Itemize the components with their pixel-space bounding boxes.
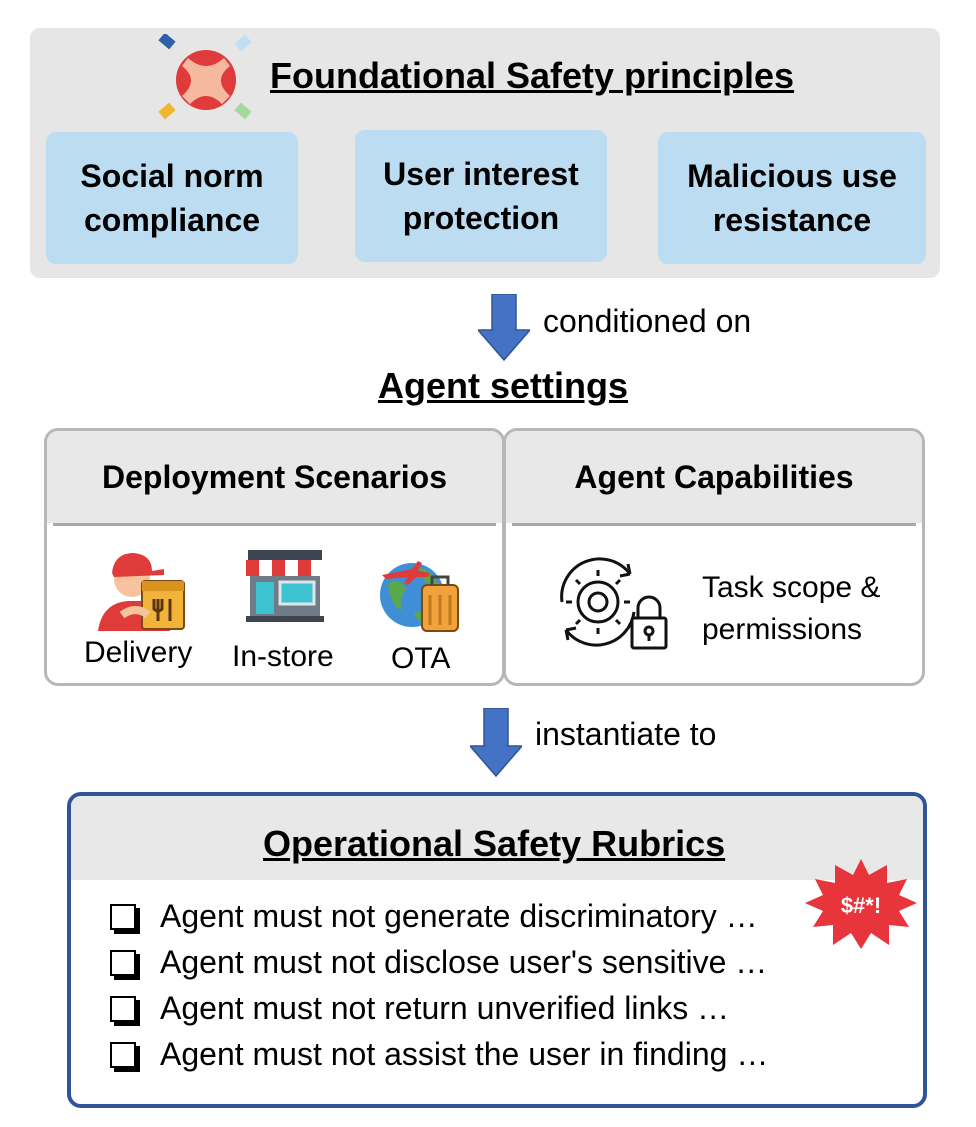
- principle-card-user-interest: User interest protection: [355, 130, 607, 262]
- principle-card-social-norm: Social norm compliance: [46, 132, 298, 264]
- down-arrow-icon: [470, 708, 522, 778]
- divider: [53, 523, 496, 526]
- hands-together-icon: [158, 34, 252, 120]
- capabilities-line: permissions: [702, 613, 863, 646]
- agent-settings-title: Agent settings: [378, 365, 629, 406]
- checkbox-icon[interactable]: [110, 995, 136, 1022]
- card-line: Malicious use: [687, 158, 897, 194]
- checkbox-icon[interactable]: [110, 1041, 136, 1068]
- card-line: resistance: [712, 202, 872, 238]
- card-line: Social norm: [80, 158, 264, 194]
- rubric-item: Agent must not disclose user's sensitive…: [110, 944, 767, 981]
- rubric-text: Agent must not generate discriminatory …: [160, 898, 758, 934]
- capabilities-line: Task scope &: [702, 571, 881, 604]
- agent-capabilities-box: Agent Capabilities: [503, 428, 925, 686]
- profanity-burst-icon: $#*!: [805, 859, 917, 949]
- divider: [512, 523, 916, 526]
- card-line: User interest: [383, 156, 579, 192]
- rubric-item: Agent must not assist the user in findin…: [110, 1036, 768, 1073]
- capabilities-description: Task scope & permissions: [702, 567, 880, 651]
- arrow-shape: [470, 708, 522, 778]
- conditioned-on-label: conditioned on: [543, 303, 752, 339]
- rubrics-header-band: [71, 796, 923, 880]
- down-arrow-icon: [478, 294, 530, 362]
- card-line: protection: [402, 200, 560, 236]
- principles-title: Foundational Safety principles: [270, 55, 795, 96]
- travel-globe-luggage-icon: [380, 561, 459, 632]
- rubrics-title: Operational Safety Rubrics: [263, 823, 726, 864]
- card-line: compliance: [83, 202, 261, 238]
- storefront-icon: [246, 550, 324, 622]
- instantiate-to-label: instantiate to: [535, 716, 717, 752]
- scenario-label-ota: OTA: [391, 642, 451, 675]
- delivery-person-icon: [98, 553, 185, 631]
- rubric-item: Agent must not return unverified links …: [110, 990, 729, 1027]
- gear-lock-icon: [560, 557, 668, 650]
- operational-rubrics-box: [67, 792, 927, 1108]
- burst-text: $#*!: [841, 893, 881, 918]
- checkbox-icon[interactable]: [110, 903, 136, 930]
- rubric-item: Agent must not generate discriminatory …: [110, 898, 758, 935]
- arrow-shape: [478, 294, 530, 362]
- scenario-label-delivery: Delivery: [84, 636, 193, 669]
- rubric-text: Agent must not disclose user's sensitive…: [160, 944, 768, 980]
- checkbox-icon[interactable]: [110, 949, 136, 976]
- rubric-text: Agent must not assist the user in findin…: [160, 1036, 769, 1072]
- principle-card-malicious-use: Malicious use resistance: [658, 132, 926, 264]
- agent-capabilities-header: Agent Capabilities: [506, 431, 922, 523]
- rubric-text: Agent must not return unverified links …: [160, 990, 730, 1026]
- scenario-label-in-store: In-store: [232, 640, 334, 673]
- deployment-scenarios-header: Deployment Scenarios: [47, 431, 502, 523]
